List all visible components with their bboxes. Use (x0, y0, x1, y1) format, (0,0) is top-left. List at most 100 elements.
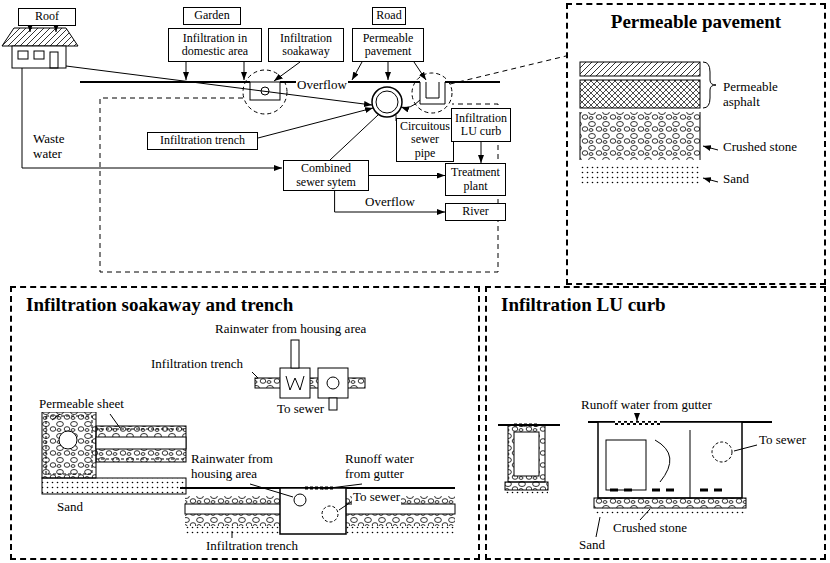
rect-shape (42, 412, 96, 478)
circle-shape (294, 494, 306, 506)
process-box: Permeable pavement (352, 28, 424, 62)
part-label: Runoff water from gutter (580, 398, 713, 413)
part-label: Sand (56, 500, 84, 515)
process-box: Infiltration trench (147, 132, 258, 150)
circle-shape (376, 91, 398, 113)
line-shape (180, 487, 455, 489)
g-shape (80, 81, 500, 83)
path-shape (401, 100, 420, 108)
line-shape (52, 414, 60, 420)
line-shape (80, 81, 250, 83)
flow-arrow (481, 142, 482, 163)
box-label: Infiltration soakaway (272, 32, 340, 58)
path-shape (580, 112, 700, 160)
rect-shape (505, 490, 548, 496)
box-label: Road (376, 9, 401, 22)
circle-shape (712, 442, 732, 462)
g-shape (2, 25, 772, 538)
line-shape (388, 62, 389, 80)
rect-shape (580, 112, 700, 160)
rect-shape (96, 437, 186, 449)
line-shape (450, 56, 566, 84)
part-label: To sewer (276, 402, 325, 417)
line-shape (352, 62, 362, 80)
rect-shape (514, 432, 539, 476)
rect-shape (280, 368, 310, 398)
line-shape (734, 445, 757, 451)
line-shape (596, 517, 600, 537)
process-box: River (445, 203, 506, 221)
part-label: Sand (722, 172, 750, 187)
rect-shape (12, 46, 66, 68)
process-box: Infiltration in domestic area (168, 28, 262, 62)
line-shape (690, 430, 691, 498)
circle-shape (59, 431, 77, 449)
rect-shape (280, 488, 346, 534)
line-shape (703, 146, 718, 150)
flow-arrow (335, 191, 445, 212)
rect-shape (508, 425, 545, 482)
rect-shape (580, 166, 700, 186)
polygon-shape (2, 28, 78, 46)
line-shape (322, 484, 362, 489)
rect-shape (580, 62, 700, 76)
line-shape (252, 372, 258, 378)
part-label: Runoff water from gutter (344, 452, 441, 482)
path-shape (100, 98, 498, 272)
part-label: Waste water (32, 132, 78, 162)
box-label: Infiltration trench (160, 134, 245, 147)
rect-shape (96, 426, 186, 462)
line-shape (339, 502, 351, 510)
edge-label: Overflow (364, 195, 416, 210)
process-box: Treatment plant (445, 163, 506, 196)
box-label: Infiltration LU curb (455, 112, 507, 138)
part-label: Permeable asphalt (722, 80, 796, 110)
rect-shape (606, 440, 646, 490)
part-label: Rainwater from housing area (190, 452, 292, 482)
part-label: Permeable sheet (38, 397, 125, 412)
process-box: Circuitous sewer pipe (396, 118, 454, 162)
rect-shape (42, 478, 186, 494)
flow-arrow (369, 175, 445, 176)
line-shape (258, 108, 373, 138)
box-label: Combined sewer sytem (287, 162, 365, 188)
path-shape (655, 440, 670, 482)
rect-shape (46, 416, 92, 474)
line-shape (703, 178, 718, 182)
circle-shape (372, 87, 402, 117)
path-shape (610, 489, 722, 492)
part-label: Sand (578, 538, 606, 553)
circle-shape (243, 70, 287, 114)
path-shape (703, 62, 716, 108)
line-shape (637, 414, 638, 421)
line-shape (640, 509, 650, 520)
process-box: Roof (18, 8, 76, 26)
box-label: Infiltration in domestic area (172, 32, 258, 58)
line-shape (330, 115, 378, 160)
rect-shape (34, 51, 44, 59)
part-label: Infiltration trench (150, 357, 244, 372)
box-label: Garden (194, 9, 229, 22)
dashed-panel: Infiltration LU curb (485, 286, 826, 560)
line-shape (232, 531, 233, 538)
line-shape (56, 25, 57, 32)
path-shape (420, 82, 445, 104)
line-shape (30, 25, 31, 32)
line-shape (244, 62, 245, 80)
line-shape (250, 484, 293, 497)
process-box: Garden (183, 7, 241, 25)
part-label: To sewer (352, 490, 401, 505)
process-box: Infiltration soakaway (268, 28, 344, 62)
line-shape (615, 423, 660, 425)
process-box: Road (372, 7, 406, 25)
panel-title: Infiltration soakaway and trench (26, 294, 464, 317)
box-label: Permeable pavement (356, 32, 420, 58)
line-shape (498, 424, 560, 426)
panel-title: Infiltration LU curb (501, 294, 810, 317)
part-label: Rainwater from housing area (214, 322, 367, 337)
part-label: To sewer (758, 433, 807, 448)
path-shape (22, 68, 282, 168)
box-label: Roof (35, 10, 59, 23)
path-shape (286, 376, 304, 390)
